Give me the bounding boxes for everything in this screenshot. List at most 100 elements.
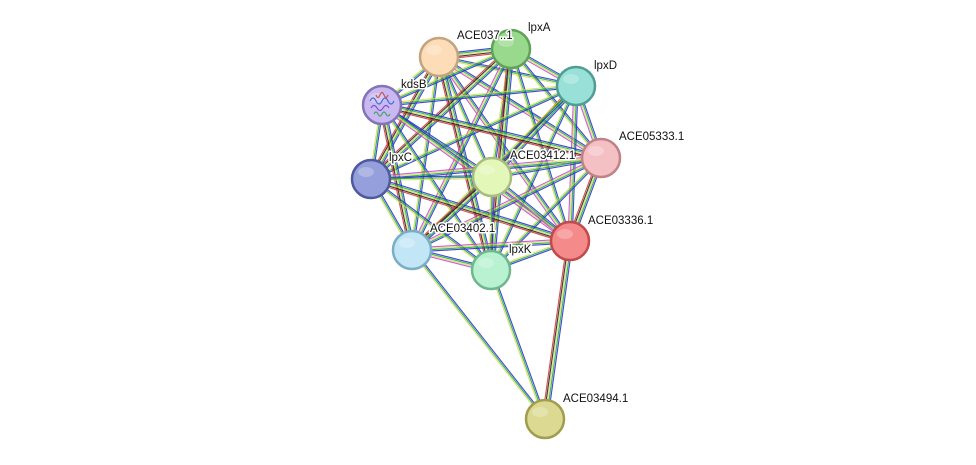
node-lpxA[interactable] <box>490 28 532 70</box>
edge-evidence-line <box>543 240 570 419</box>
node-label: lpxA <box>528 22 551 34</box>
edge-evidence-line <box>490 269 546 420</box>
edge-evidence-line <box>370 181 570 245</box>
node-circle[interactable] <box>470 249 512 291</box>
edge-lpxD-lpxC[interactable] <box>370 84 577 181</box>
node-label: ACE037..1 <box>457 30 513 42</box>
edge-evidence-line <box>410 48 511 250</box>
node-highlight <box>426 45 442 55</box>
node-highlight <box>399 238 415 248</box>
node-circle[interactable] <box>580 137 622 179</box>
node-circle[interactable] <box>361 84 403 126</box>
edge-evidence-line <box>411 238 570 249</box>
edge-evidence-line <box>382 101 602 156</box>
edge-evidence-line <box>412 241 571 252</box>
edge-evidence-line <box>382 49 512 107</box>
edge-kdsB-lpxK[interactable] <box>380 103 493 272</box>
edge-evidence-line <box>382 103 493 270</box>
edge-evidence-line <box>570 86 578 242</box>
edge-evidence-line <box>493 87 579 180</box>
node-label: ACE03412.1 <box>510 150 575 162</box>
edge-evidence-line <box>371 175 571 239</box>
nodes-layer <box>350 28 622 440</box>
node-label-halo: ACE03412.1 <box>510 150 575 162</box>
edge-evidence-line <box>490 157 602 271</box>
edge-evidence-line <box>413 49 514 252</box>
edge-evidence-line <box>544 240 571 420</box>
edge-evidence-line <box>491 269 547 419</box>
edge-evidence-line <box>371 177 571 241</box>
edge-evidence-line <box>381 85 577 106</box>
node-label-halo: lpxK <box>509 244 532 256</box>
edge-evidence-line <box>412 242 571 253</box>
node-highlight <box>557 229 573 239</box>
edge-evidence-line <box>370 178 492 271</box>
edge-evidence-line <box>381 48 512 106</box>
edge-evidence-line <box>491 86 578 271</box>
edge-evidence-line <box>412 49 513 251</box>
node-ACE03336.1[interactable] <box>549 220 591 262</box>
edge-lpxC-lpxK[interactable] <box>369 177 493 272</box>
node-label: lpxD <box>594 60 617 72</box>
node-ACE03763.1[interactable] <box>418 36 460 78</box>
node-ACE03402.1[interactable] <box>391 229 433 271</box>
edge-evidence-line <box>382 86 577 107</box>
edge-evidence-line <box>370 85 577 180</box>
node-circle[interactable] <box>418 36 460 78</box>
node-circle[interactable] <box>391 229 433 271</box>
edge-ACE05333.1-lpxK[interactable] <box>489 156 603 272</box>
node-kdsB[interactable] <box>361 84 403 126</box>
protein-structure-icon <box>369 91 395 117</box>
edge-lpxD-kdsB[interactable] <box>381 84 577 107</box>
edge-evidence-line <box>440 55 573 241</box>
edge-lpxC-ACE03336.1[interactable] <box>370 175 571 245</box>
edge-evidence-line <box>491 85 577 178</box>
edge-evidence-line <box>411 249 546 420</box>
edge-evidence-line <box>369 179 491 272</box>
node-lpxK[interactable] <box>470 249 512 291</box>
node-ACE03494.1[interactable] <box>524 398 566 440</box>
edge-lpxK-ACE03494.1[interactable] <box>489 269 547 420</box>
node-label: lpxK <box>509 244 532 256</box>
edge-evidence-line <box>370 84 576 179</box>
node-highlight <box>498 37 514 47</box>
edge-evidence-line <box>381 105 601 160</box>
node-label-halo: ACE05333.1 <box>619 131 684 143</box>
edge-evidence-line <box>490 85 577 271</box>
edge-kdsB-ACE05333.1[interactable] <box>381 101 602 162</box>
node-label: ACE05333.1 <box>619 131 684 143</box>
edge-lpxA-ACE03402.1[interactable] <box>409 47 514 252</box>
node-ACE05333.1[interactable] <box>580 137 622 179</box>
node-label: kdsB <box>401 79 427 91</box>
node-lpxD[interactable] <box>555 65 597 107</box>
node-circle[interactable] <box>555 65 597 107</box>
node-highlight <box>478 258 494 268</box>
node-circle[interactable] <box>350 158 392 200</box>
edge-evidence-line <box>381 104 492 271</box>
edge-ACE03402.1-ACE03494.1[interactable] <box>410 248 547 421</box>
edge-evidence-line <box>545 241 572 420</box>
node-ACE03412.1[interactable] <box>471 156 513 198</box>
edge-evidence-line <box>381 84 576 105</box>
edge-ACE03336.1-ACE03494.1[interactable] <box>541 240 574 420</box>
node-circle[interactable] <box>549 220 591 262</box>
edge-evidence-line <box>411 56 440 251</box>
edge-evidence-line <box>410 250 545 421</box>
edge-evidence-line <box>369 47 511 179</box>
node-label: ACE03402.1 <box>430 223 495 235</box>
node-circle[interactable] <box>471 156 513 198</box>
node-lpxC[interactable] <box>350 158 392 200</box>
node-circle[interactable] <box>490 28 532 70</box>
node-label-halo: ACE03494.1 <box>563 393 628 405</box>
edge-evidence-line <box>380 105 491 272</box>
node-circle[interactable] <box>524 398 566 440</box>
node-highlight <box>369 93 385 103</box>
edge-lpxD-lpxK[interactable] <box>489 85 578 271</box>
node-highlight <box>358 167 374 177</box>
node-highlight <box>479 165 495 175</box>
edge-ACE03336.1-ACE03402.1[interactable] <box>411 238 571 253</box>
node-label-halo: kdsB <box>401 79 427 91</box>
node-label-halo: ACE03336.1 <box>588 215 653 227</box>
edge-evidence-line <box>371 177 493 270</box>
